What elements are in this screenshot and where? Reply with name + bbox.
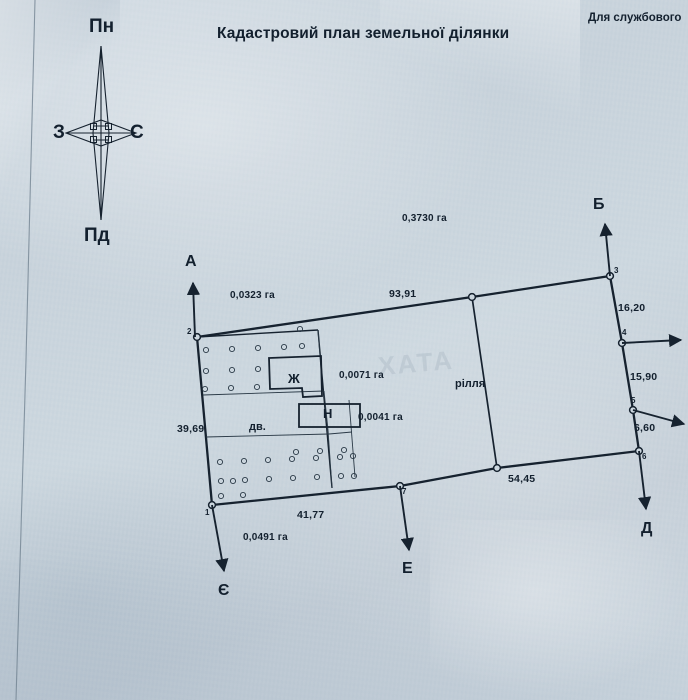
compass-north-label: Пн <box>89 16 115 37</box>
area-0-0071: 0,0071 га <box>339 370 384 381</box>
official-use-note: Для службового <box>588 12 682 24</box>
sheet-edge-line <box>15 0 36 700</box>
direction-label-d: Д <box>641 520 653 537</box>
marker-label-4: 4 <box>622 328 627 337</box>
page-title: Кадастровий план земельної ділянки <box>217 25 510 42</box>
direction-label-ye: Є <box>218 582 230 599</box>
area-0-0041: 0,0041 га <box>358 412 403 423</box>
landuse-label-arable: рілля <box>455 378 486 390</box>
marker-label-5: 5 <box>631 396 636 405</box>
dimension-16-20: 16,20 <box>618 302 646 314</box>
dimension-39-69: 39,69 <box>177 423 205 435</box>
direction-arrows <box>186 222 686 573</box>
dimension-54-45: 54,45 <box>508 473 536 485</box>
building-label-zh: Ж <box>288 371 300 386</box>
marker-label-7: 7 <box>402 487 407 496</box>
compass-south-label: Пд <box>84 225 110 246</box>
homestead-subdivision-lines <box>202 329 333 489</box>
area-0-0491: 0,0491 га <box>243 532 288 543</box>
homestead-block-boundary <box>196 329 333 489</box>
marker-label-1: 1 <box>205 508 210 517</box>
marker-label-3: 3 <box>614 266 619 275</box>
marker-label-6: 6 <box>642 452 647 461</box>
compass-rose-graphic <box>64 45 138 221</box>
compass-west-label: З <box>53 122 65 143</box>
building-label-n: Н <box>323 406 333 421</box>
marker-label-2: 2 <box>187 327 192 336</box>
direction-label-a: А <box>185 253 197 270</box>
landuse-label-yard: дв. <box>249 421 266 433</box>
building-zh-outline <box>268 355 323 398</box>
orchard-plot-right-edge <box>328 399 356 478</box>
compass-east-label: С <box>130 122 144 143</box>
dimension-6-60: 6,60 <box>634 422 656 434</box>
building-n-outline <box>298 403 361 428</box>
direction-label-e: Е <box>402 560 413 577</box>
interior-parcel-division <box>471 296 498 469</box>
parcel-outer-boundary <box>195 274 641 507</box>
direction-label-b: Б <box>593 196 605 213</box>
dimension-15-90: 15,90 <box>630 371 658 383</box>
orchard-symbols <box>201 325 358 500</box>
area-0-0323: 0,0323 га <box>230 290 275 301</box>
dimension-41-77: 41,77 <box>297 509 325 521</box>
area-0-3730: 0,3730 га <box>402 213 447 224</box>
boundary-marker-nodes <box>192 271 644 510</box>
dimension-93-91: 93,91 <box>389 288 417 300</box>
